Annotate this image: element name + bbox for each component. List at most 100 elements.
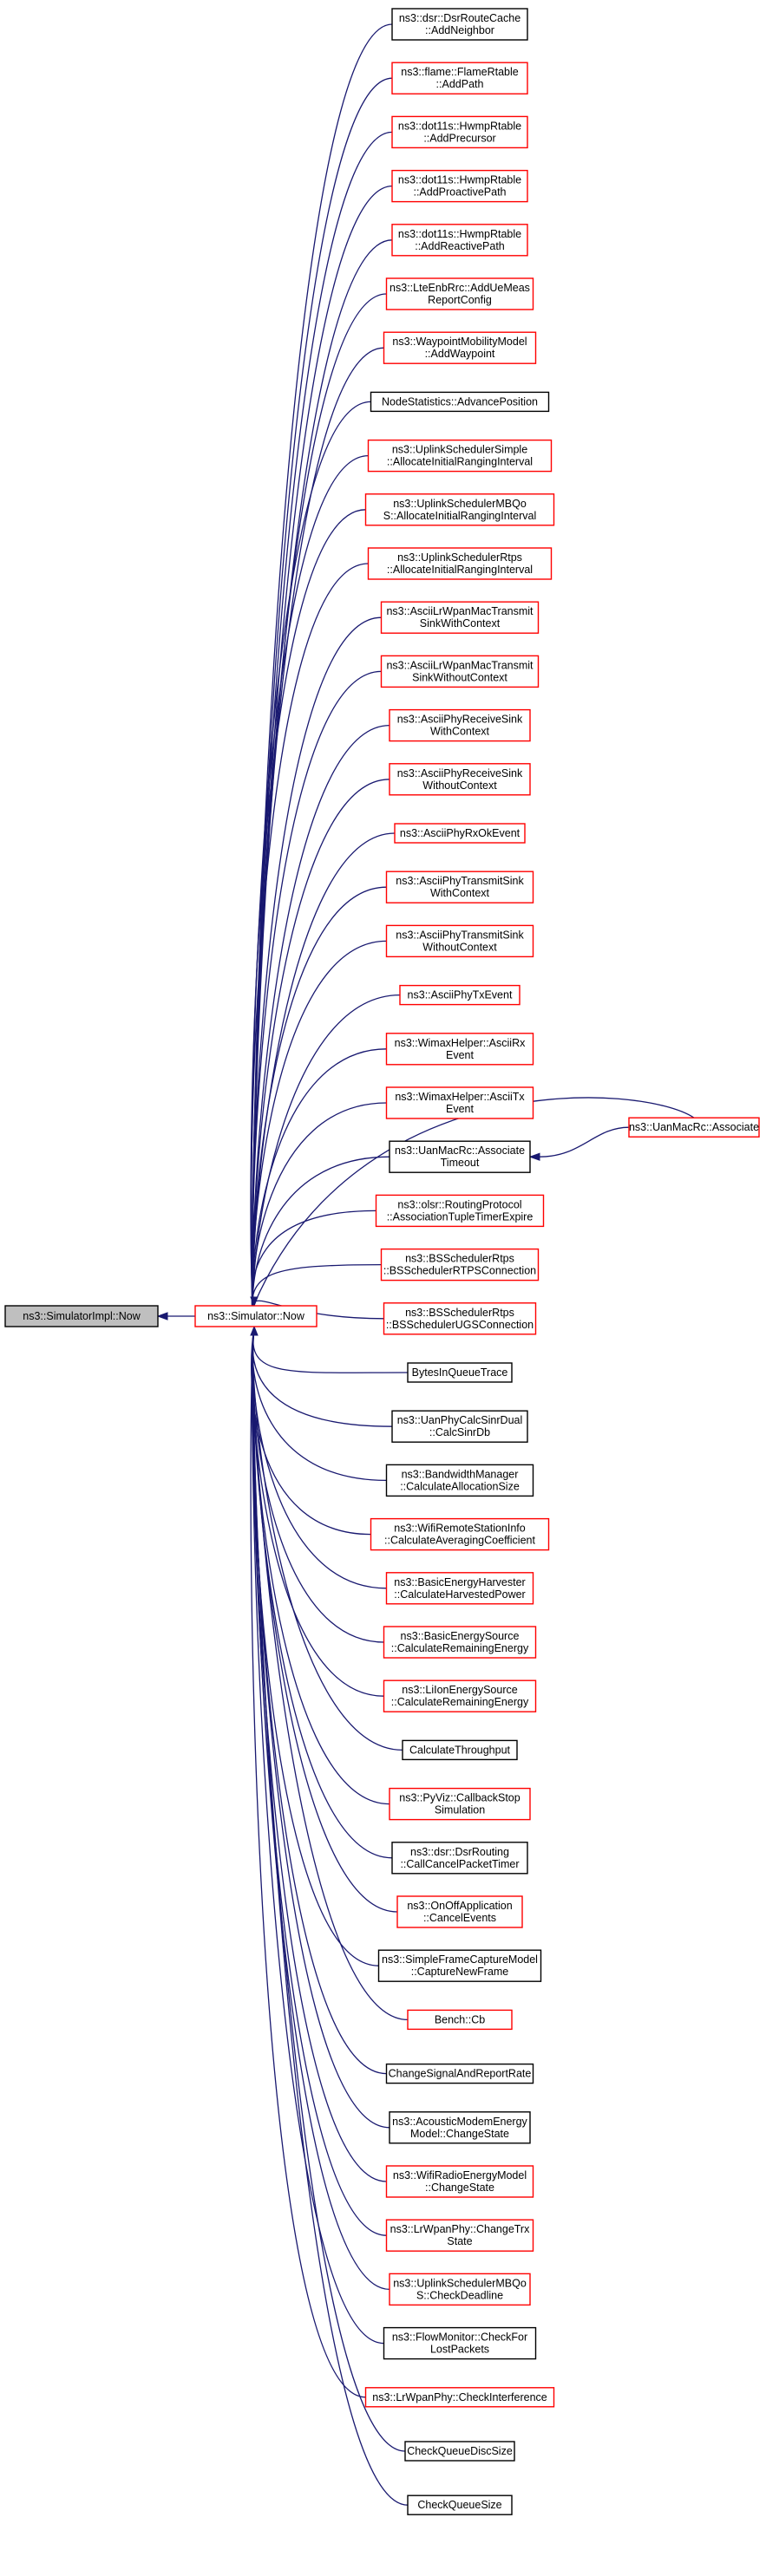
node-n31[interactable]: ns3::LiIonEnergySource::CalculateRemaini… <box>383 1679 537 1712</box>
edge-n46 <box>252 1327 409 2506</box>
node-label: ns3::WimaxHelper::AsciiTx <box>395 1091 525 1103</box>
node-n25[interactable]: BytesInQueueTrace <box>407 1362 513 1383</box>
node-label: S::CheckDeadline <box>416 2289 503 2301</box>
node-n44[interactable]: ns3::LrWpanPhy::CheckInterference <box>364 2387 555 2408</box>
node-label: LostPackets <box>430 2344 489 2356</box>
node-n39[interactable]: ns3::AcousticModemEnergyModel::ChangeSta… <box>389 2111 531 2144</box>
node-label: S::AllocateInitialRangingInterval <box>383 510 537 522</box>
node-n0[interactable]: ns3::dsr::DsrRouteCache::AddNeighbor <box>391 8 528 41</box>
node-box <box>407 1362 513 1383</box>
node-n18[interactable]: ns3::AsciiPhyTxEvent <box>399 984 520 1006</box>
arrowhead-root <box>156 1312 168 1321</box>
node-box <box>391 1842 528 1875</box>
edge-n25 <box>252 1327 409 1373</box>
arrowhead-timeout <box>528 1152 540 1161</box>
node-n34[interactable]: ns3::dsr::DsrRouting::CallCancelPacketTi… <box>391 1842 528 1875</box>
node-label: CalculateThroughput <box>409 1744 511 1756</box>
node-n32[interactable]: CalculateThroughput <box>402 1739 518 1761</box>
node-n24[interactable]: ns3::BSSchedulerRtps::BSSchedulerUGSConn… <box>383 1302 537 1335</box>
edge-n28 <box>251 1327 371 1536</box>
node-label: ns3::SimulatorImpl::Now <box>23 1310 141 1322</box>
node-box <box>367 547 553 580</box>
node-n36[interactable]: ns3::SimpleFrameCaptureModel::CaptureNew… <box>377 1949 542 1982</box>
node-box <box>367 439 553 473</box>
node-n7[interactable]: NodeStatistics::AdvancePosition <box>370 391 550 413</box>
node-label: ::AddReactivePath <box>415 240 505 252</box>
node-box <box>399 984 520 1006</box>
node-label: ns3::AsciiPhyReceiveSink <box>397 714 523 726</box>
node-label: ::AddProactivePath <box>413 186 506 199</box>
node-n11[interactable]: ns3::AsciiLrWpanMacTransmitSinkWithConte… <box>380 601 540 634</box>
node-box <box>370 1517 550 1551</box>
node-n8[interactable]: ns3::UplinkSchedulerSimple::AllocateInit… <box>367 439 553 473</box>
node-n37[interactable]: Bench::Cb <box>407 2009 513 2031</box>
node-label: Timeout <box>441 1157 480 1169</box>
node-label: ::CalculateRemainingEnergy <box>391 1696 529 1708</box>
node-n1[interactable]: ns3::flame::FlameRtable::AddPath <box>391 62 528 95</box>
node-label: ReportConfig <box>428 294 492 306</box>
edge-n45 <box>252 1327 406 2452</box>
node-label: ns3::UplinkSchedulerSimple <box>392 444 527 456</box>
node-n35[interactable]: ns3::OnOffApplication::CancelEvents <box>396 1895 523 1928</box>
node-n9[interactable]: ns3::UplinkSchedulerMBQoS::AllocateIniti… <box>364 493 555 526</box>
node-label: WithoutContext <box>422 941 497 953</box>
node-box <box>383 1626 537 1659</box>
node-n45[interactable]: CheckQueueDiscSize <box>404 2441 515 2462</box>
node-box <box>385 1033 534 1066</box>
node-n2[interactable]: ns3::dot11s::HwmpRtable::AddPrecursor <box>391 115 528 149</box>
node-n6[interactable]: ns3::WaypointMobilityModel::AddWaypoint <box>383 331 537 364</box>
node-box <box>4 1305 159 1327</box>
node-label: Model::ChangeState <box>410 2128 509 2140</box>
node-hub[interactable]: ns3::Simulator::Now <box>194 1305 318 1327</box>
edge-n34 <box>252 1327 393 1859</box>
node-n4[interactable]: ns3::dot11s::HwmpRtable::AddReactivePath <box>391 224 528 257</box>
node-box <box>385 277 534 310</box>
node-label: ns3::AsciiLrWpanMacTransmit <box>386 605 534 617</box>
node-n40[interactable]: ns3::WifiRadioEnergyModel::ChangeState <box>385 2165 534 2198</box>
node-box <box>391 169 528 203</box>
node-label: State <box>447 2235 472 2247</box>
node-n10[interactable]: ns3::UplinkSchedulerRtps::AllocateInitia… <box>367 547 553 580</box>
node-label: ns3::flame::FlameRtable <box>401 66 519 78</box>
node-n46[interactable]: CheckQueueSize <box>407 2494 513 2515</box>
node-box <box>383 331 537 364</box>
node-label: Event <box>446 1049 474 1061</box>
node-box <box>391 1410 528 1443</box>
node-box <box>385 871 534 903</box>
node-label: ns3::BandwidthManager <box>402 1468 519 1480</box>
node-box <box>377 1949 542 1982</box>
node-root[interactable]: ns3::SimulatorImpl::Now <box>4 1305 159 1327</box>
node-n26[interactable]: ns3::UanPhyCalcSinrDual::CalcSinrDb <box>391 1410 528 1443</box>
node-box <box>370 391 550 413</box>
node-label: ns3::UplinkSchedulerMBQo <box>393 2277 527 2289</box>
node-n28[interactable]: ns3::WifiRemoteStationInfo::CalculateAve… <box>370 1517 550 1551</box>
node-box <box>385 1572 534 1605</box>
node-n22[interactable]: ns3::olsr::RoutingProtocol::AssociationT… <box>375 1194 545 1228</box>
node-box <box>389 1787 531 1821</box>
node-box <box>391 224 528 257</box>
node-n15[interactable]: ns3::AsciiPhyRxOkEvent <box>394 823 526 844</box>
node-label: ::AddPrecursor <box>423 132 495 144</box>
node-n3[interactable]: ns3::dot11s::HwmpRtable::AddProactivePat… <box>391 169 528 203</box>
node-n27[interactable]: ns3::BandwidthManager::CalculateAllocati… <box>385 1464 534 1497</box>
node-box <box>385 1086 534 1119</box>
node-extra[interactable]: ns3::UanMacRc::Associate <box>628 1117 760 1138</box>
node-box <box>394 823 526 844</box>
node-n29[interactable]: ns3::BasicEnergyHarvester::CalculateHarv… <box>385 1572 534 1605</box>
node-n23[interactable]: ns3::BSSchedulerRtps::BSSchedulerRTPSCon… <box>380 1248 540 1281</box>
node-n30[interactable]: ns3::BasicEnergySource::CalculateRemaini… <box>383 1626 537 1659</box>
node-n38[interactable]: ChangeSignalAndReportRate <box>385 2063 534 2084</box>
node-n12[interactable]: ns3::AsciiLrWpanMacTransmitSinkWithoutCo… <box>380 655 540 688</box>
